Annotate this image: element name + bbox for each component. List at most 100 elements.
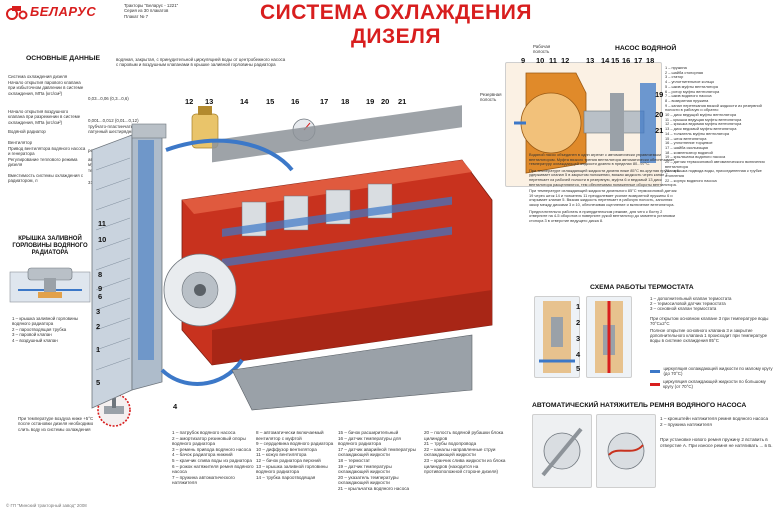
specs-row-value: трубчато-пластинчатый латунный шестирядн… <box>88 124 137 135</box>
pump-legend-item: 6 – ротор муфты вентилятора <box>665 88 720 94</box>
pump-legend-item: 15 – шток вентилятора <box>665 135 707 141</box>
pump-legend-item: 19 – крыльчатка водяного насоса <box>665 154 726 160</box>
main-legend-item: 1 – патрубок водяного насоса <box>172 430 236 435</box>
callout-number: 3 <box>96 307 101 316</box>
pump-note: При температуре охлаждающей жидкости диз… <box>529 167 679 187</box>
callout-number: 9 <box>98 284 103 293</box>
main-legend-item: 15 – бачок расширительный <box>338 430 399 435</box>
pump-note: Водяной насос объединен в один агрегат с… <box>529 152 675 167</box>
specs-heading: ОСНОВНЫЕ ДАННЫЕ <box>26 55 101 62</box>
callout-number: 21 <box>398 97 407 106</box>
tensioner-legend-item: 2 – пружина натяжителя <box>660 421 712 427</box>
pump-legend-item: 18 – компенсатор водяной <box>665 149 713 155</box>
callout-number: 2 <box>96 322 101 331</box>
tensioner-legend-item: 1 – кронштейн натяжителя ремня водяного … <box>660 416 769 421</box>
tensioner-drawing-1 <box>532 414 592 488</box>
water-pump-section: НАСОС ВОДЯНОЙ Рабочая полость Резервная … <box>480 38 777 288</box>
poster-meta: Тракторы "Беларус - 1221" Серия из 30 пл… <box>124 3 214 19</box>
main-legend-item: 6 – рожок натяжителя ремня водяного насо… <box>172 463 254 475</box>
filler-cap-legend: 1 – крышка заливной горловины водяного р… <box>12 316 96 343</box>
water-pump-drawing <box>505 62 662 187</box>
pump-legend-item: 21 – крышка подвода воды, присоединенная… <box>665 168 762 179</box>
radiator <box>91 123 167 409</box>
pump-legend-item: 17 – шайба скользящая <box>665 144 708 150</box>
main-legend-item: 20 – полость водяной рубашки блока цилин… <box>424 430 504 441</box>
main-legend-col-4: 20 – полость водяной рубашки блока цилин… <box>424 430 510 475</box>
brand-name: БЕЛАРУС <box>30 4 97 19</box>
page-title: СИСТЕМА ОХЛАЖДЕНИЯ ДИЗЕЛЯ <box>260 1 532 48</box>
thermostat-note: Полное открытие основного клапана 3 и за… <box>650 328 768 344</box>
filler-cap-legend-item: 3 – паровой клапан <box>12 332 52 338</box>
thermostat-note: При открытом основном клапане 3 при темп… <box>650 315 769 326</box>
specs-row-label: Система охлаждения дизеля <box>8 74 68 79</box>
main-legend-item: 12 – бачок радиатора верхний <box>256 457 321 463</box>
pump-callout: 15 <box>611 56 620 65</box>
main-legend-item: 2 – амортизатор резиновый опоры водяного… <box>172 435 246 447</box>
specs-row-label: Вместимость системы охлаждения с радиато… <box>8 173 84 184</box>
main-legend-item: 14 – трубка пароотводящая <box>256 474 316 480</box>
pump-callout: 11 <box>549 56 557 65</box>
oil-pan <box>231 334 473 411</box>
pump-legend-item: 4 – уплотнительное кольцо <box>665 79 715 85</box>
poster-meta-line: Серия из 30 плакатов <box>124 8 169 14</box>
filler-cap-section: КРЫШКА ЗАЛИВНОЙ ГОРЛОВИНЫ ВОДЯНОГО РАДИА… <box>4 236 98 356</box>
thermostat-heading: СХЕМА РАБОТЫ ТЕРМОСТАТА <box>590 284 694 291</box>
thermostat-section: СХЕМА РАБОТЫ ТЕРМОСТАТА 1 2 3 4 5 1 – до… <box>530 284 778 396</box>
tensioner-section: АВТОМАТИЧЕСКИЙ НАТЯЖИТЕЛЬ РЕМНЯ ВОДЯНОГО… <box>528 402 778 492</box>
thermostat-drawing-cold <box>534 296 580 378</box>
specs-row-value: 0,001...0,012 (0,01...0,12) <box>88 118 139 123</box>
pump-legend-item: 1 – пружина <box>665 65 687 70</box>
main-legend-item: 3 – ремень привода водяного насоса <box>172 446 252 452</box>
thermostat-callout: 1 <box>576 302 581 311</box>
callout-number: 13 <box>205 97 214 106</box>
main-legend-item: 20 – указатель температуры охлаждающей ж… <box>338 474 399 486</box>
drain-note: При температуре воздуха ниже +5°С после … <box>18 416 94 432</box>
tensioner-legend: 1 – кронштейн натяжителя ремня водяного … <box>660 416 776 448</box>
thermostat-callout: 3 <box>576 334 581 343</box>
main-legend-item: 16 – датчик температуры для водяного рад… <box>338 435 401 447</box>
pump-note: Предпочтительно работать в принудительно… <box>529 208 676 223</box>
water-pump-heading: НАСОС ВОДЯНОЙ <box>615 45 677 52</box>
pump-callout: 21 <box>655 126 664 135</box>
main-legend-col-2: 8 – автоматически включаемый вентилятор … <box>256 430 334 480</box>
fan-and-pulley <box>163 253 237 327</box>
pump-legend-item: 20 – датчик термосиловой автоматического… <box>665 159 765 169</box>
main-legend-item: 17 – датчик аварийной температуры охлажд… <box>338 446 416 458</box>
pump-legend-item: 2 – шайба стопорная <box>665 69 704 75</box>
pump-callout: 10 <box>536 56 545 65</box>
footer-copyright: © ГП "Минский тракторный завод" 2008 <box>6 503 87 508</box>
thermostat-legend-item: 1 – дополнительный клапан термостата <box>650 296 732 301</box>
main-legend-item: 5 – кранчик слива воды из радиатора <box>172 457 252 463</box>
pump-callout: 20 <box>655 110 664 119</box>
brand-logo: БЕЛАРУС <box>6 3 116 21</box>
specs-row-label: Начало открытия парового клапана при изб… <box>8 80 84 96</box>
filler-cap-heading: КРЫШКА ЗАЛИВНОЙ ГОРЛОВИНЫ ВОДЯНОГО РАДИА… <box>12 236 88 256</box>
pump-notes: Водяной насос объединен в один агрегат с… <box>529 152 679 223</box>
callout-number: 17 <box>320 97 329 106</box>
tractor-logo-icon <box>6 6 28 20</box>
main-legend-col-1: 1 – патрубок водяного насоса 2 – амортиз… <box>172 430 254 486</box>
pump-legend-item: 5 – шкив муфты вентилятора <box>665 83 718 89</box>
flow-legend-row: циркуляция охлаждающей жидкости по малом… <box>650 366 776 377</box>
engine-cutaway-illustration <box>91 105 493 411</box>
pump-callout: 9 <box>521 56 526 65</box>
main-legend-item: 7 – пружина автоматического натяжителя <box>172 474 235 486</box>
callout-number: 10 <box>98 235 107 244</box>
large-circuit-arrow-icon <box>650 382 661 386</box>
pump-legend-item: 11 – крышка ведущая муфты вентилятора <box>665 116 742 122</box>
small-circuit-arrow-icon <box>650 369 661 373</box>
main-legend-item: 11 – кожух вентилятора <box>256 452 307 458</box>
tensioner-drawing-2 <box>596 414 656 488</box>
pump-legend-item: 7 – шкив водяного насоса <box>665 93 712 99</box>
specs-row-label: Привод вентилятора водяного насоса и ген… <box>8 146 86 157</box>
specs-row-value: 0,03...0,06 (0,3...0,6) <box>88 96 129 101</box>
specs-intro: водяная, закрытая, с принудительной цирк… <box>116 57 286 68</box>
thermostat-callout: 5 <box>576 364 581 373</box>
filler-cap-legend-item: 1 – крышка заливной горловины водяного р… <box>12 316 79 327</box>
callout-number: 12 <box>185 97 194 106</box>
pump-callout: 18 <box>646 56 655 65</box>
specs-row-label: Регулирование теплового режима дизеля <box>8 157 78 168</box>
callout-number: 4 <box>173 402 178 411</box>
pump-callout: 16 <box>622 56 631 65</box>
main-legend-item: 13 – крышка заливной горловины водяного … <box>256 463 328 475</box>
